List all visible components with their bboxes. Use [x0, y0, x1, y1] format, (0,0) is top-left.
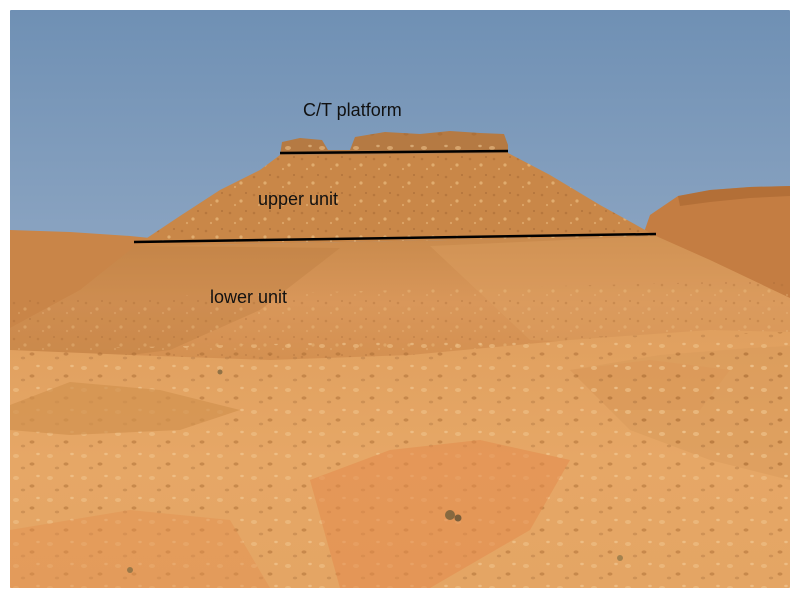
unit-boundary-line: [133, 232, 657, 244]
photo-illustration: [10, 10, 790, 588]
upper-unit-label: upper unit: [258, 189, 339, 209]
ct-platform-boundary-line: [279, 149, 509, 155]
ct-platform-label: C/T platform: [303, 100, 402, 120]
desert-butte-photo: [10, 10, 790, 588]
lower-unit-label: lower unit: [210, 287, 288, 307]
